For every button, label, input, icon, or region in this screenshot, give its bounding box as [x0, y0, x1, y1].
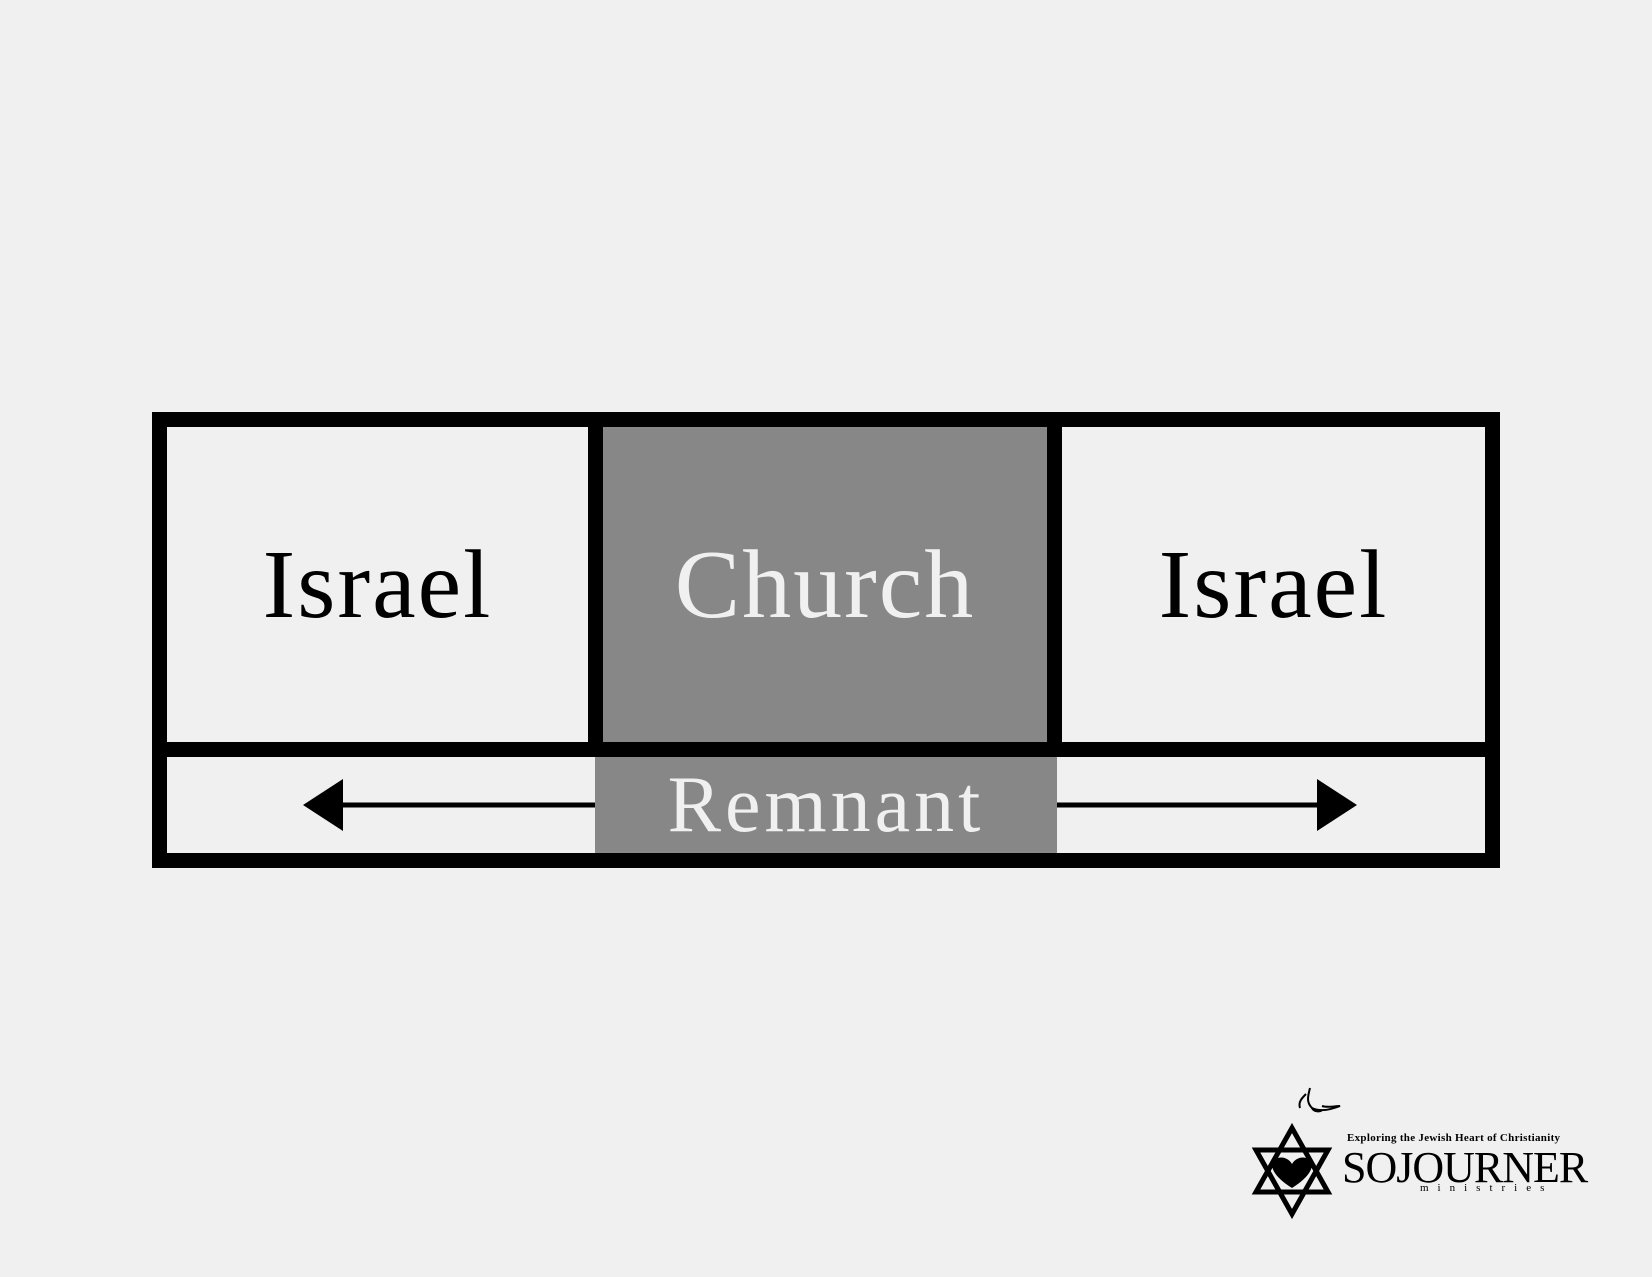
logo-tagline: Exploring the Jewish Heart of Christiani… — [1347, 1132, 1561, 1144]
arrows — [303, 779, 1357, 831]
church-label: Church — [674, 530, 976, 639]
left-arrow-icon — [303, 779, 595, 831]
israel-right-label: Israel — [1158, 530, 1389, 639]
remnant-box: Remnant — [595, 757, 1057, 853]
logo-brand: SOJOURNER — [1342, 1143, 1588, 1192]
timeline-diagram: Israel Church Israel Remnant — [152, 412, 1500, 868]
logo-subtitle: ministries — [1420, 1182, 1554, 1194]
church-cell: Church — [588, 427, 1062, 742]
divider-line — [167, 742, 1485, 757]
heart-icon — [1272, 1157, 1312, 1188]
star-of-david-icon — [1251, 1122, 1333, 1220]
sojourner-logo — [1251, 1087, 1341, 1220]
remnant-label: Remnant — [667, 760, 985, 849]
israel-left-cell: Israel — [167, 427, 588, 742]
dove-icon — [1298, 1087, 1341, 1113]
israel-left-label: Israel — [262, 530, 493, 639]
right-arrow-icon — [1057, 779, 1357, 831]
remnant-row: Remnant — [167, 757, 1485, 853]
israel-right-cell: Israel — [1062, 427, 1485, 742]
